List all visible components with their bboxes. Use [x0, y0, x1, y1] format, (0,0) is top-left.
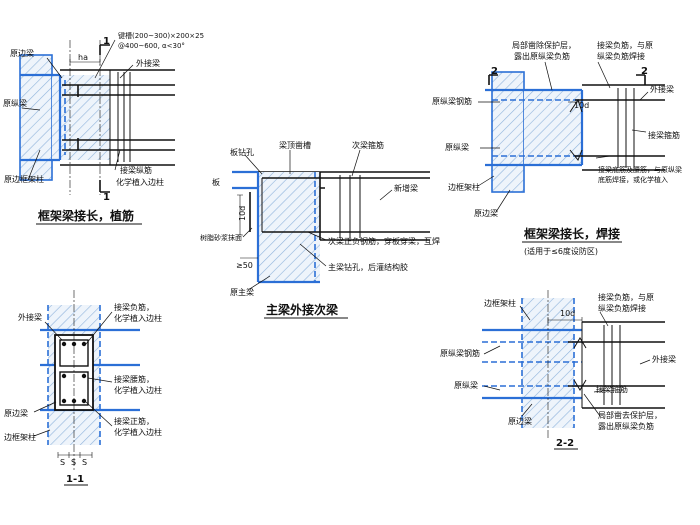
fig5-label-edge-col: 边框架柱 [484, 298, 516, 308]
fig3-label-bottom: 接梁底筋及腰筋，与原纵梁 [598, 165, 682, 174]
fig5-label-edge-beam: 原边梁 [508, 416, 532, 426]
fig2-title: 主梁外接次梁 [266, 302, 338, 317]
fig2-label-top-groove: 梁顶凿槽 [279, 140, 311, 150]
fig3-mark-left: 2 [491, 66, 498, 77]
fig2-label-new-beam: 新增梁 [394, 183, 418, 193]
fig4-label-orig-edge-beam: 原边梁 [4, 408, 28, 418]
fig2-label-main-beam: 原主梁 [230, 287, 254, 297]
fig2-label-resin: 树脂砂浆抹面 [200, 233, 242, 242]
fig3-joint-welded: 2 2 10d 局部凿除保护层， 露出原纵梁负筋 接梁负筋，与原 纵梁负筋焊接 … [432, 40, 682, 256]
fig4-section-1-1: S S S 外接梁 接梁负筋， 化学植入边柱 接梁腰筋， 化学植入边柱 原边梁 … [4, 290, 162, 486]
fig2-main-beam-secondary: 10d ≥50 板钻孔 梁顶凿槽 次梁箍筋 板 新增梁 树脂砂浆抹面 次梁正负钢… [200, 140, 440, 319]
fig5-label-strip: 局部凿去保护层， [598, 410, 662, 420]
fig4-dim-s1: S [60, 458, 65, 467]
fig2-dim-ge50: ≥50 [236, 261, 253, 270]
fig2-label-drill: 主梁钻孔，后灌结构胶 [328, 262, 408, 272]
fig1-title: 框架梁接长，植筋 [38, 208, 134, 223]
fig5-title: 2-2 [556, 438, 574, 449]
fig2-label-slab: 板 [212, 177, 220, 187]
fig5-label-orig-rebar: 原纵梁钢筋 [440, 348, 480, 358]
fig3-label-top-rebar-2: 纵梁负筋焊接 [597, 51, 645, 61]
fig1-label-conn-rebar-2: 化学植入边柱 [116, 177, 164, 187]
fig4-label-pos: 接梁正筋， [114, 416, 154, 426]
fig3-label-strip-2: 露出原纵梁负筋 [514, 51, 570, 61]
fig1-label-orig-edge-beam: 原边梁 [10, 48, 34, 58]
fig4-label-frame-col: 边框架柱 [4, 432, 36, 442]
fig5-label-stirrup: 接梁箍筋 [596, 384, 628, 394]
fig4-label-waist-2: 化学植入边柱 [114, 385, 162, 395]
fig4-label-ext-beam: 外接梁 [18, 312, 42, 322]
fig4-label-waist: 接梁腰筋， [114, 374, 154, 384]
fig1-mark-bottom: 1 [103, 192, 110, 203]
fig1-joint-drilled-rebar: 1 1 ha 原边梁 键槽(200~300)×200×25 @400~600, … [3, 31, 204, 225]
fig3-label-strip: 局部凿除保护层， [512, 40, 576, 50]
fig4-dim-s3: S [82, 458, 87, 467]
fig3-label-orig-rebar: 原纵梁钢筋 [432, 96, 472, 106]
fig3-title: 框架梁接长，焊接 [524, 226, 620, 241]
fig1-label-orig-frame-col: 原边框架柱 [4, 174, 44, 184]
fig3-label-edge-beam: 原边梁 [474, 208, 498, 218]
fig5-label-ext-beam: 外接梁 [652, 354, 676, 364]
fig1-note-spacing: @400~600, α<30° [118, 42, 185, 50]
fig3-dim-10d: 10d [574, 101, 589, 110]
fig1-label-ext-beam: 外接梁 [136, 58, 160, 68]
fig4-dim-s2: S [71, 458, 76, 467]
fig5-label-long-beam: 原纵梁 [454, 381, 478, 390]
fig5-label-neg: 接梁负筋，与原 [598, 292, 654, 302]
fig2-label-stirrup: 次梁箍筋 [352, 140, 384, 150]
fig1-mark-top: 1 [103, 36, 110, 47]
fig3-mark-right: 2 [641, 66, 648, 77]
fig2-main-beam [258, 172, 320, 282]
fig3-label-top-rebar: 接梁负筋，与原 [597, 40, 653, 50]
fig2-dim-10d: 10d [238, 206, 247, 221]
fig1-label-conn-rebar: 接梁纵筋 [120, 165, 152, 175]
fig3-label-long-beam: 原纵梁 [445, 143, 469, 152]
fig1-dim-ha: ha [78, 53, 88, 62]
fig4-label-neg: 接梁负筋， [114, 302, 154, 312]
fig4-label-neg-2: 化学植入边柱 [114, 313, 162, 323]
fig5-dim-10d: 10d [560, 309, 575, 318]
fig2-label-secondary-rebar: 次梁正负钢筋，穿板穿梁，互焊 [328, 236, 440, 246]
fig5-label-neg-2: 纵梁负筋焊接 [598, 303, 646, 313]
fig4-title: 1-1 [66, 474, 84, 485]
fig2-label-hole: 板钻孔 [230, 147, 254, 157]
fig1-edge-column [19, 54, 53, 181]
fig5-label-strip-2: 露出原纵梁负筋 [598, 421, 654, 431]
fig1-label-orig-long-beam: 原纵梁 [3, 99, 27, 108]
fig1-beam-body [52, 75, 110, 160]
fig3-label-edge-col: 边框架柱 [448, 182, 480, 192]
fig3-label-bottom-2: 底筋焊接，或化学植入 [598, 175, 668, 184]
fig3-edge-column [491, 71, 525, 193]
fig3-subtitle: (适用于≤6度设防区) [524, 246, 598, 256]
fig3-label-stirrup: 接梁箍筋 [648, 130, 680, 140]
fig3-label-ext-beam: 外接梁 [650, 84, 674, 94]
fig4-rebar-dots [61, 341, 87, 404]
fig1-note-groove: 键槽(200~300)×200×25 [118, 31, 204, 40]
fig4-label-pos-2: 化学植入边柱 [114, 427, 162, 437]
fig5-section-2-2: 10d 边框架柱 接梁负筋，与原 纵梁负筋焊接 原纵梁钢筋 外接梁 原纵梁 接梁… [440, 290, 676, 450]
